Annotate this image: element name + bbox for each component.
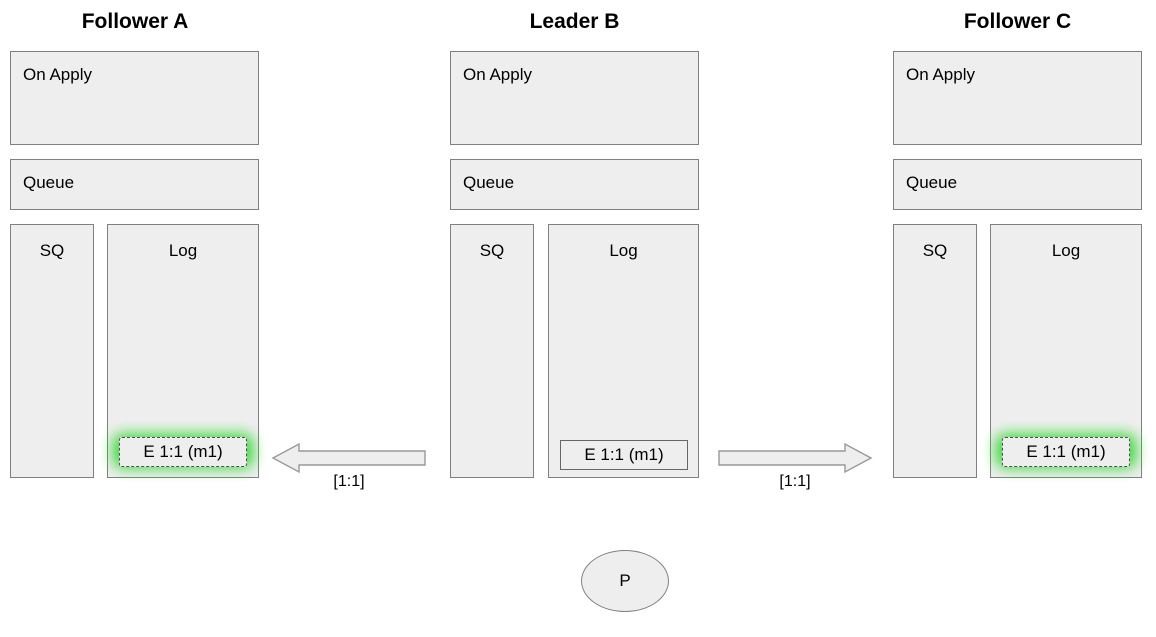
arrow-label-leader-to-follower-c: [1:1]	[779, 473, 811, 490]
leader-b-queue-label: Queue	[463, 173, 515, 192]
arrow-label-leader-to-follower-a: [1:1]	[333, 473, 365, 490]
client-node-p[interactable]: P	[581, 550, 669, 612]
follower-c-sq-label: SQ	[922, 241, 948, 260]
follower-a-sq[interactable]: SQ	[10, 224, 94, 478]
follower-a-queue-label: Queue	[23, 173, 75, 192]
follower-a-on-apply[interactable]: On Apply	[10, 51, 259, 145]
follower-c-log-label: Log	[1051, 241, 1081, 260]
follower-c-on-apply-label: On Apply	[906, 65, 975, 84]
follower-c-queue-label: Queue	[906, 173, 958, 192]
follower-a-queue[interactable]: Queue	[10, 159, 259, 210]
leader-b-log-label: Log	[609, 241, 638, 260]
leader-b-log-entry[interactable]: E 1:1 (m1)	[560, 440, 688, 470]
leader-b-on-apply[interactable]: On Apply	[450, 51, 699, 145]
follower-a-sq-label: SQ	[39, 241, 65, 260]
column-title-follower-c: Follower C	[963, 10, 1072, 33]
follower-a-log-entry-label: E 1:1 (m1)	[143, 442, 223, 461]
follower-a-log-label: Log	[168, 241, 198, 260]
leader-b-log-entry-label: E 1:1 (m1)	[584, 445, 664, 464]
follower-a-on-apply-label: On Apply	[23, 65, 92, 84]
follower-c-log-entry[interactable]: E 1:1 (m1)	[1002, 437, 1130, 467]
leader-b-log[interactable]: Log	[548, 224, 699, 478]
follower-c-on-apply[interactable]: On Apply	[893, 51, 1142, 145]
follower-c-queue[interactable]: Queue	[893, 159, 1142, 210]
leader-b-sq[interactable]: SQ	[450, 224, 534, 478]
follower-c-sq[interactable]: SQ	[893, 224, 977, 478]
leader-b-on-apply-label: On Apply	[463, 65, 532, 84]
client-node-p-label: P	[619, 571, 631, 590]
leader-b-queue[interactable]: Queue	[450, 159, 699, 210]
arrow-leader-to-follower-c[interactable]	[718, 442, 873, 474]
leader-b-sq-label: SQ	[479, 241, 505, 260]
column-title-leader-b: Leader B	[529, 10, 620, 33]
arrow-leader-to-follower-a[interactable]	[271, 442, 426, 474]
follower-c-log-entry-label: E 1:1 (m1)	[1026, 442, 1106, 461]
follower-a-log-entry[interactable]: E 1:1 (m1)	[119, 437, 247, 467]
column-title-follower-a: Follower A	[81, 10, 189, 33]
